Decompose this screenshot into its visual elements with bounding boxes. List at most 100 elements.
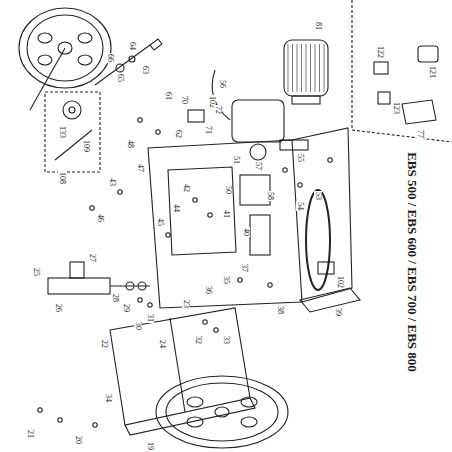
screw xyxy=(214,328,218,332)
part-123 xyxy=(378,92,390,104)
inset-border xyxy=(352,0,452,142)
screws xyxy=(38,118,332,427)
inset-box xyxy=(45,92,100,172)
switch xyxy=(188,110,204,122)
bracket xyxy=(250,215,270,255)
fin xyxy=(324,44,325,92)
callout-number: 53 xyxy=(314,191,322,201)
callout-number: 46 xyxy=(96,213,104,223)
callout-number: 26 xyxy=(54,303,62,313)
fin xyxy=(319,44,320,92)
callout-number: 45 xyxy=(156,217,164,227)
callout-number: 41 xyxy=(222,209,230,219)
gear xyxy=(63,101,81,119)
saw-frame xyxy=(148,128,360,312)
saw-table xyxy=(110,308,255,435)
screw xyxy=(38,408,42,412)
knob xyxy=(150,39,162,50)
callout-number: 108 xyxy=(58,171,66,185)
callout-number: 31 xyxy=(146,313,154,323)
drive-belt xyxy=(306,190,330,290)
nut xyxy=(116,64,124,72)
callout-number: 48 xyxy=(126,139,134,149)
motor-body xyxy=(284,40,328,96)
wheel-hole xyxy=(241,397,257,407)
callout-number: 23 xyxy=(182,299,190,309)
guide-bar xyxy=(48,278,110,294)
motor-81 xyxy=(284,40,328,104)
parts xyxy=(19,0,452,448)
screw xyxy=(138,298,142,302)
callout-number: 37 xyxy=(240,263,248,273)
callout-number: 22 xyxy=(100,339,108,349)
wheel-rim xyxy=(156,376,288,448)
guide-block xyxy=(70,262,84,278)
callout-number: 72 xyxy=(214,105,222,115)
callout-number: 56 xyxy=(218,79,226,89)
upper-wheel xyxy=(19,8,111,110)
callout-number: 32 xyxy=(194,335,202,345)
blade-guide xyxy=(48,262,150,294)
screw xyxy=(298,183,302,187)
callout-number: 30 xyxy=(134,321,142,331)
fin xyxy=(315,44,316,92)
callout-number: 21 xyxy=(26,429,34,439)
screw xyxy=(58,418,62,422)
callout-number: 29 xyxy=(122,303,130,313)
wheel-hole xyxy=(78,33,92,43)
table-edge xyxy=(125,398,255,435)
screw xyxy=(203,320,207,324)
screw xyxy=(166,233,170,237)
wheel-inner xyxy=(166,383,278,441)
callout-number: 102 xyxy=(336,275,344,289)
callout-number: 70 xyxy=(180,95,188,105)
callout-number: 81 xyxy=(314,21,322,31)
accessory-inset xyxy=(352,0,452,142)
pulley xyxy=(250,144,266,160)
frame-opening xyxy=(168,167,236,255)
callout-number: 47 xyxy=(136,163,144,173)
fin xyxy=(292,44,293,92)
callout-number: 65 xyxy=(116,73,124,83)
wheel-hole xyxy=(187,397,203,407)
screw xyxy=(138,118,142,122)
axle xyxy=(30,48,65,110)
callout-number: 109 xyxy=(82,139,90,153)
callout-number: 77 xyxy=(416,129,424,139)
fin xyxy=(288,44,289,92)
screw xyxy=(156,130,160,134)
rod xyxy=(95,45,150,85)
callout-number: 57 xyxy=(254,161,262,171)
callout-number: 55 xyxy=(296,153,304,163)
callout-number: 36 xyxy=(204,285,212,295)
callout-number: 19 xyxy=(146,441,154,451)
callout-number: 20 xyxy=(74,435,82,445)
callout-number: 25 xyxy=(32,267,40,277)
callout-number: 42 xyxy=(182,183,190,193)
part-122 xyxy=(374,62,388,74)
frame-side xyxy=(292,128,352,302)
callout-number: 61 xyxy=(164,91,172,101)
screw xyxy=(118,190,122,194)
washer xyxy=(129,56,135,62)
callout-number: 24 xyxy=(158,339,166,349)
wheel-hole xyxy=(78,55,92,65)
guide-post xyxy=(110,285,150,286)
screw xyxy=(148,303,152,307)
screw xyxy=(90,206,94,210)
motor-flange xyxy=(292,96,320,104)
fin xyxy=(306,44,307,92)
callout-number: 63 xyxy=(141,65,149,75)
callout-number: 66 xyxy=(106,53,114,63)
screw xyxy=(93,423,97,427)
lower-wheel xyxy=(156,376,288,448)
callout-number: 34 xyxy=(104,393,112,403)
cooling-fins xyxy=(288,44,324,92)
callout-number: 35 xyxy=(222,275,230,285)
wheel-hole xyxy=(38,33,52,43)
callout-number: 50 xyxy=(224,185,232,195)
callout-number: 51 xyxy=(232,155,240,165)
part-77 xyxy=(402,100,436,124)
frame-upright xyxy=(148,140,302,308)
